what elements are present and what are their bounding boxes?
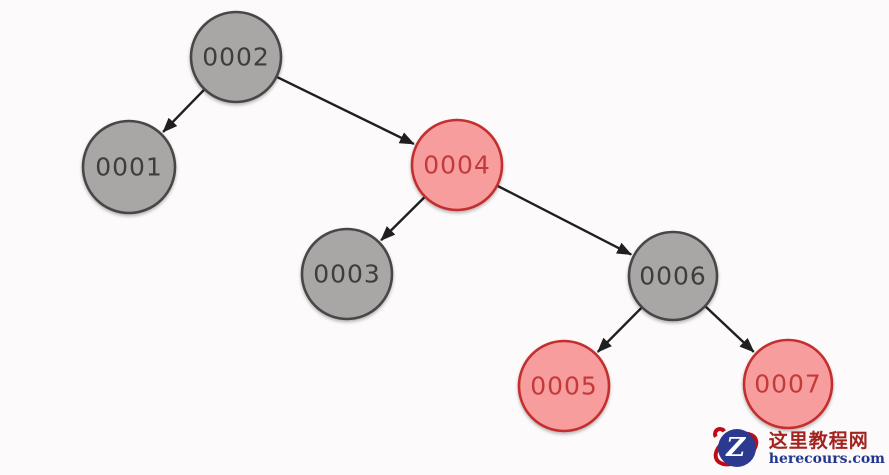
tree-node-0005: 0005 — [517, 339, 611, 433]
tree-node-0001: 0001 — [81, 119, 177, 215]
logo-letter: Z — [726, 433, 746, 463]
tree-edge-0004-0003 — [380, 196, 426, 242]
tree-node-circle — [81, 119, 177, 215]
tree-edge-0002-0001 — [162, 89, 205, 133]
tree-edge-0006-0007 — [704, 305, 755, 353]
site-logo-icon: Z — [707, 424, 765, 474]
tree-node-0007: 0007 — [742, 338, 834, 430]
tree-node-label: 0005 — [530, 372, 598, 401]
tree-node-label: 0004 — [423, 151, 491, 180]
tree-node-label: 0006 — [639, 262, 707, 291]
logo-circle: Z — [717, 429, 756, 467]
tree-node-label: 0007 — [754, 370, 822, 399]
tree-node-0002: 0002 — [189, 10, 283, 104]
tree-node-circle — [627, 230, 719, 322]
tree-node-circle — [517, 339, 611, 433]
tree-node-0003: 0003 — [300, 227, 394, 321]
tree-node-0004: 0004 — [410, 118, 504, 212]
site-name: 这里教程网 — [768, 429, 869, 452]
tree-node-circle — [410, 118, 504, 212]
tree-edge-0004-0006 — [497, 184, 633, 256]
watermark: Z 这里教程网 herecours.com — [707, 424, 885, 474]
tree-node-circle — [300, 227, 394, 321]
tree-edge-0006-0005 — [596, 307, 643, 353]
tree-node-label: 0002 — [202, 43, 270, 72]
tree-node-label: 0001 — [95, 153, 163, 182]
tree-node-circle — [742, 338, 834, 430]
tree-node-0006: 0006 — [627, 230, 719, 322]
watermark-text: 这里教程网 herecours.com — [768, 429, 885, 467]
tree-node-circle — [189, 10, 283, 104]
site-url: herecours.com — [768, 450, 885, 467]
tree-node-label: 0003 — [313, 260, 381, 289]
tree-edge-0002-0004 — [276, 76, 415, 146]
